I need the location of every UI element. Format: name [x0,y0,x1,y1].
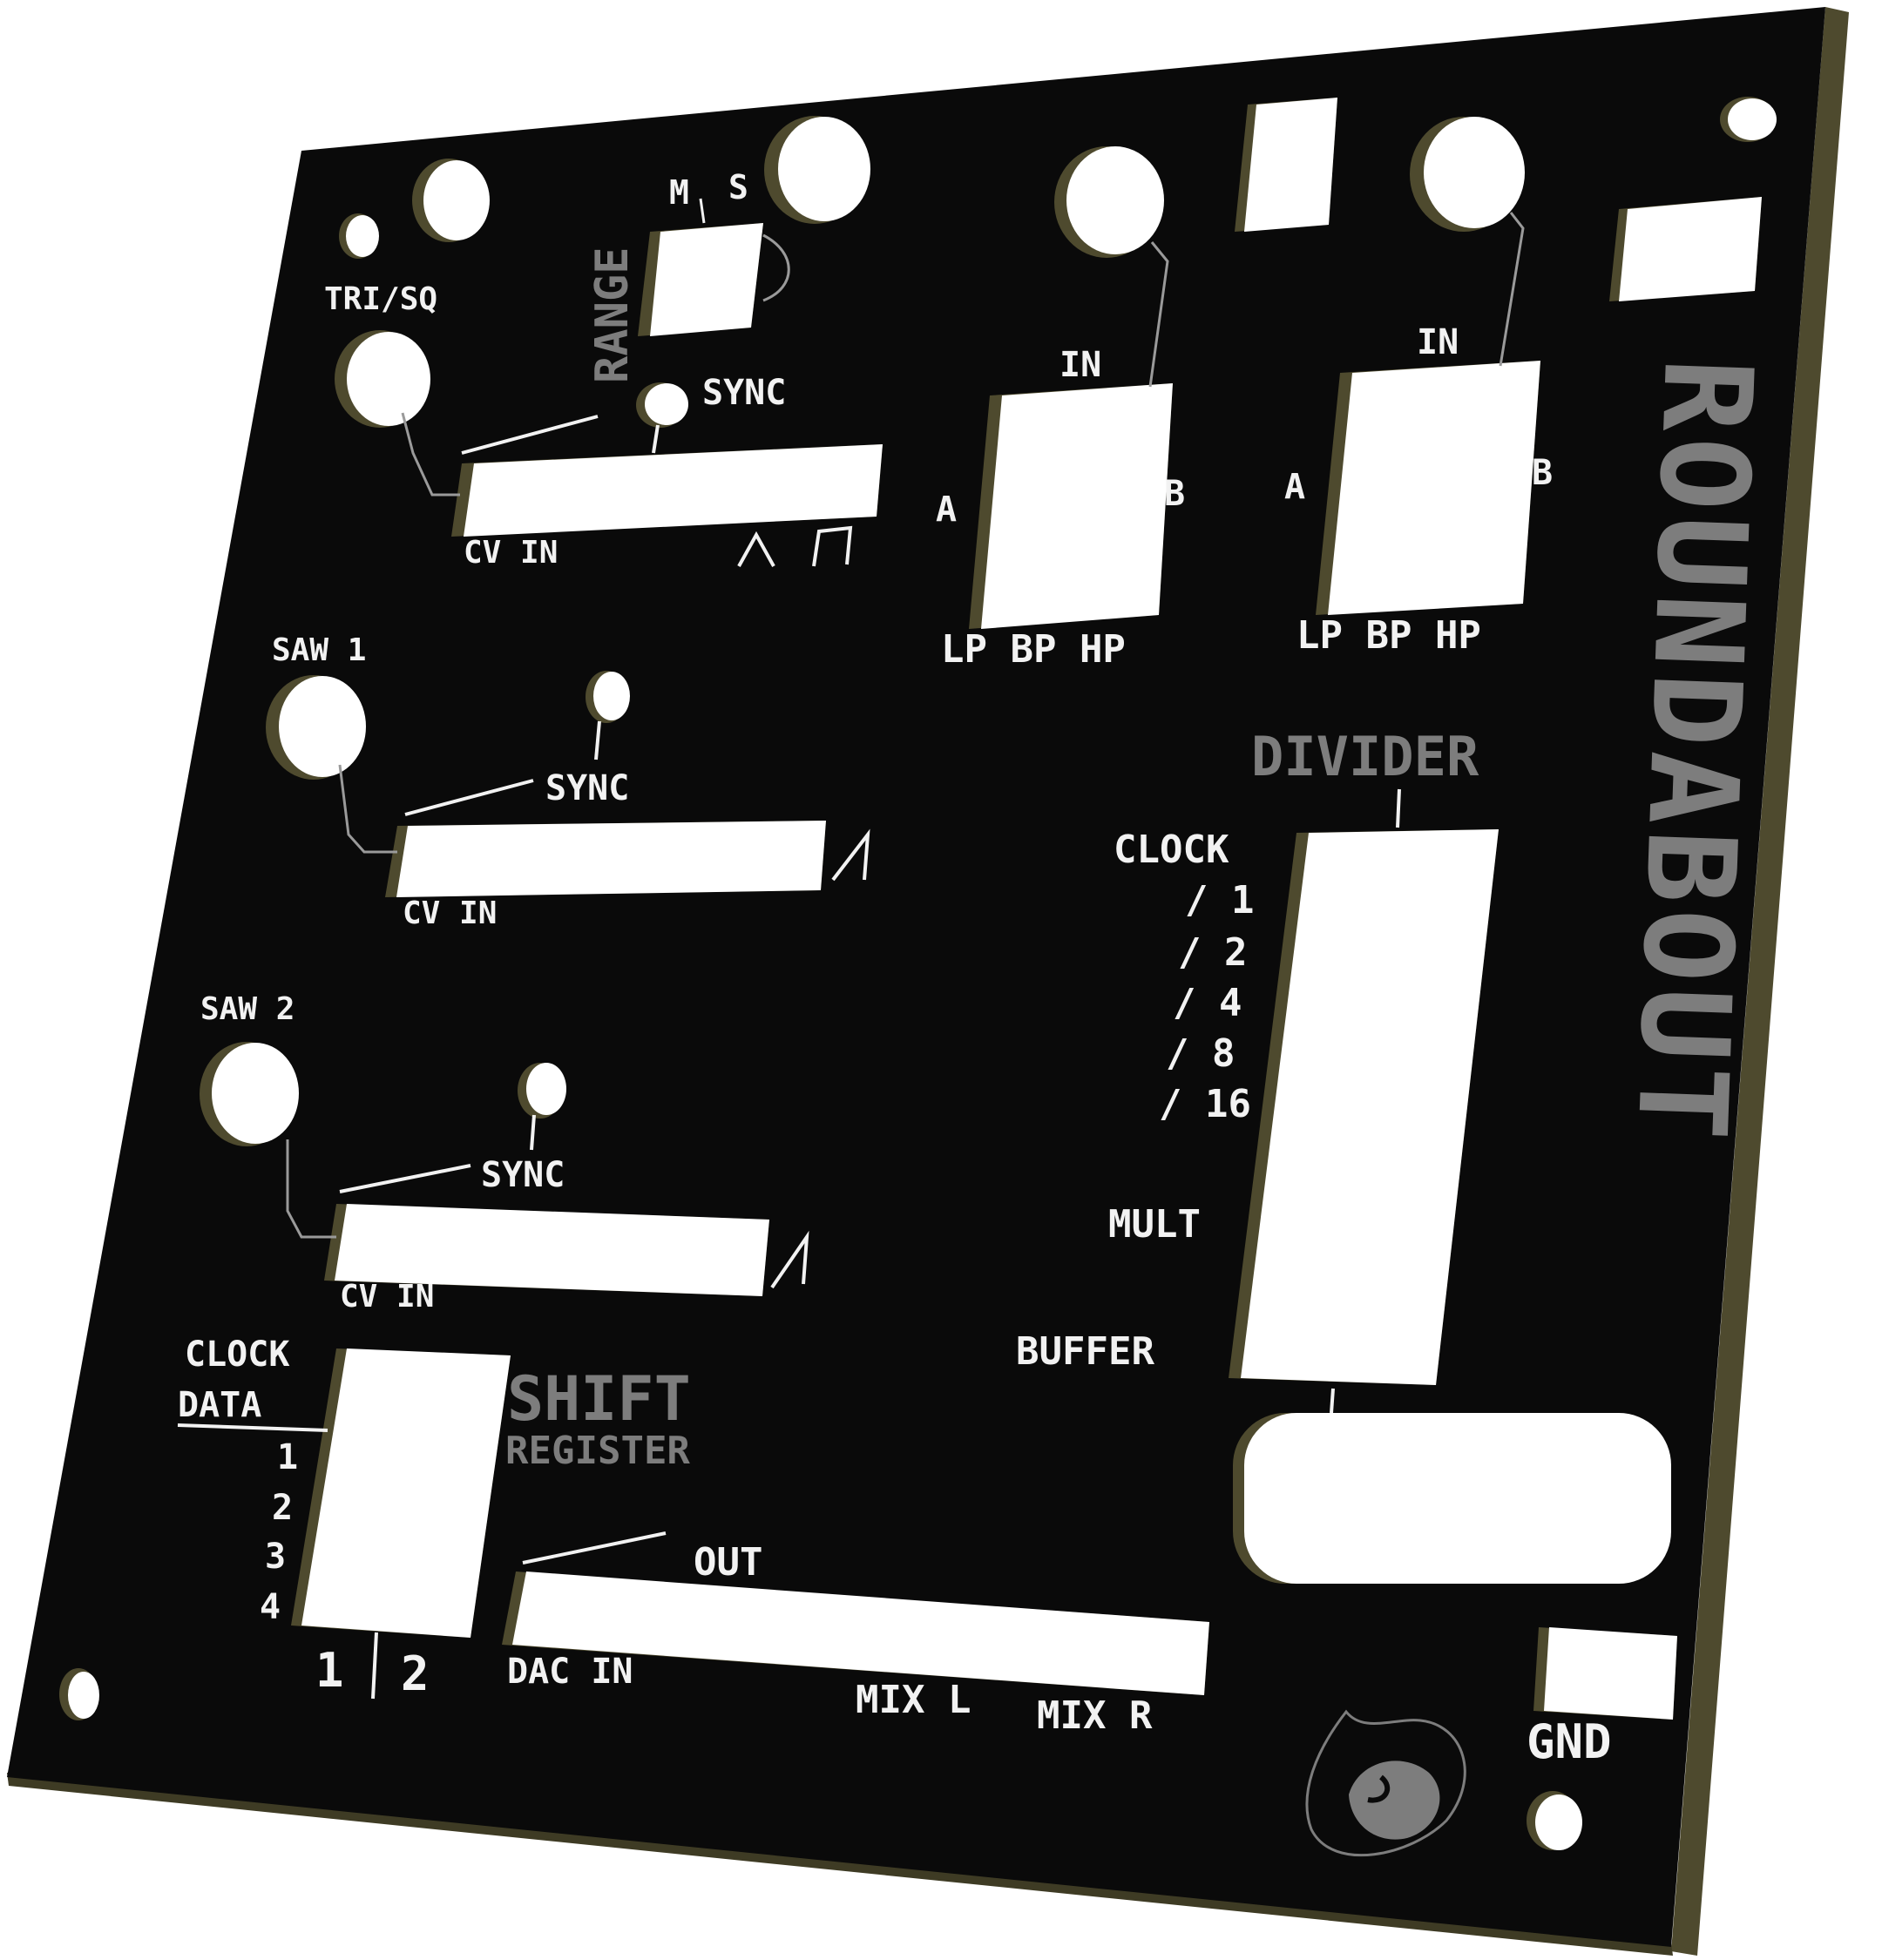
shift-out-2: 2 [272,1488,293,1528]
shift-out-3: 3 [265,1537,286,1577]
shift-bottom-1: 1 [315,1643,344,1698]
shift-data-label: DATA [178,1385,261,1425]
silk-lines-white [177,415,1401,1700]
divider-clock-label: CLOCK [1114,828,1229,872]
brand-logo [1305,1709,1466,1857]
buffer-label: BUFFER [1016,1329,1154,1374]
filter1-modes-label: LP BP HP [941,627,1126,672]
ms-m-label: M [669,173,689,212]
divider-4-label: / 4 [1173,981,1242,1025]
shift-clock-label: CLOCK [185,1335,289,1375]
saw1-sync-label: SYNC [545,768,629,808]
divider-2-label: / 2 [1178,930,1247,975]
vco-sync-label: SYNC [702,373,786,413]
mix-r-label: MIX R [1037,1693,1153,1738]
shift-out-1: 1 [277,1437,298,1477]
mounting-holes [59,97,1777,1850]
shift-out-4: 4 [260,1587,281,1627]
jack-holes [200,116,1525,1146]
filter1-a-label: A [936,490,957,530]
silk-lines [286,198,1525,1239]
saw2-label: SAW 2 [200,991,294,1027]
panel-edge [1671,7,1849,1956]
divider-1-label: / 1 [1185,878,1254,923]
ms-s-label: S [728,168,748,206]
filter2-in-label: IN [1417,322,1459,362]
vco-cv-in-label: CV IN [464,535,558,571]
divider-8-label: / 8 [1166,1031,1235,1076]
filter2-modes-label: LP BP HP [1296,613,1481,658]
saw2-sync-label: SYNC [481,1155,565,1195]
dac-in-label: DAC IN [507,1652,633,1692]
tri-sq-label: TRI/SQ [324,281,437,317]
module-title: ROUNDABOUT [1609,356,1778,1147]
filter2-a-label: A [1284,467,1305,507]
divider-16-label: / 16 [1159,1082,1251,1126]
saw1-cv-in-label: CV IN [403,896,497,931]
saw2-cv-in-label: CV IN [340,1279,434,1315]
silk-text: TRI/SQ RANGE M S SYNC CV IN SAW 1 SYNC C… [178,168,1778,1769]
divider-title: DIVIDER [1251,725,1479,788]
shift-bottom-2: 2 [401,1646,430,1701]
filter1-in-label: IN [1059,345,1101,385]
saw1-label: SAW 1 [272,632,366,668]
shift-subtitle: REGISTER [505,1429,690,1473]
filter1-b-label: B [1164,474,1185,514]
dac-out-label: OUT [694,1540,762,1585]
shift-title: SHIFT [507,1363,691,1435]
mix-l-label: MIX L [856,1678,971,1722]
mult-label: MULT [1108,1202,1201,1247]
range-label: RANGE [586,247,639,383]
cutouts [291,98,1762,1720]
gnd-label: GND [1527,1714,1612,1769]
filter2-b-label: B [1532,453,1553,493]
